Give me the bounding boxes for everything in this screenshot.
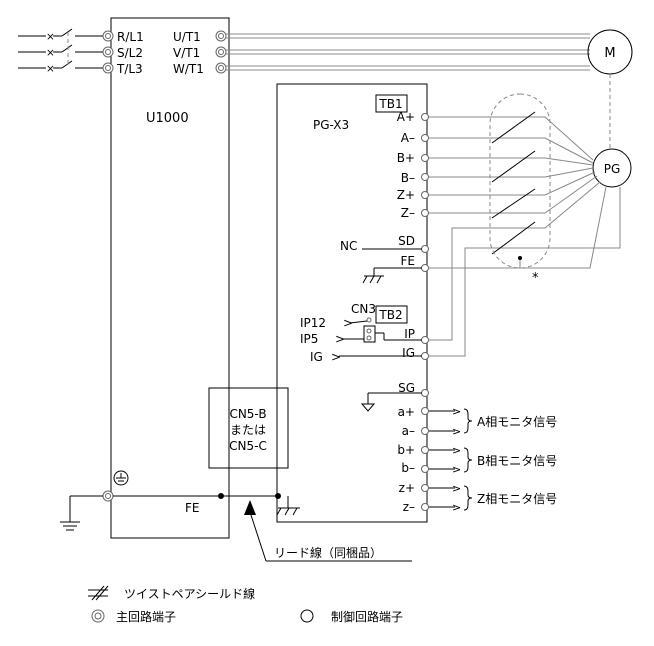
tb1-sd: SD bbox=[398, 234, 415, 248]
tb1-b-minus: B– bbox=[401, 171, 415, 185]
monitor-signal-z: Z相モニタ信号 bbox=[477, 492, 557, 506]
tb2-b-minus: b– bbox=[401, 461, 415, 475]
motor-lines bbox=[226, 33, 590, 71]
fe-frame-ground-icon bbox=[362, 275, 384, 284]
tb2-label: TB2 bbox=[378, 308, 402, 322]
legend-control-terminal-icon bbox=[300, 609, 314, 623]
svg-text:>: > bbox=[452, 463, 461, 476]
svg-text:>: > bbox=[343, 316, 353, 330]
motor-label: M bbox=[604, 46, 615, 61]
svg-text:>: > bbox=[335, 332, 345, 346]
svg-text:×: × bbox=[46, 31, 55, 43]
cn3-label: CN3 bbox=[351, 302, 376, 316]
svg-text:>: > bbox=[452, 405, 461, 418]
ip5-label: IP5 bbox=[300, 332, 318, 346]
legend-main-terminal-icon bbox=[91, 609, 105, 623]
earth-ground-icon bbox=[60, 521, 80, 531]
lead-wire-pointer bbox=[244, 500, 412, 562]
tb2-b-plus: b+ bbox=[397, 443, 415, 457]
nc-label: NC bbox=[340, 239, 357, 253]
input-terminal-s: S/L2 bbox=[117, 46, 143, 60]
fe-label: FE bbox=[185, 501, 199, 515]
shield-outline bbox=[489, 93, 551, 269]
svg-text:>: > bbox=[452, 444, 461, 457]
output-terminal-u: U/T1 bbox=[173, 30, 201, 44]
input-terminal-t: T/L3 bbox=[116, 62, 143, 76]
svg-text:>: > bbox=[452, 425, 461, 438]
tb2-z-plus: z+ bbox=[399, 481, 415, 495]
cn5-line3: CN5-C bbox=[229, 439, 267, 453]
tb2-z-minus: z– bbox=[403, 500, 415, 514]
control-terminals bbox=[421, 113, 429, 511]
svg-text:×: × bbox=[46, 47, 55, 59]
tb1-b-plus: B+ bbox=[397, 151, 415, 165]
monitor-signal-a: A相モニタ信号 bbox=[477, 415, 557, 429]
monitor-signal-b: B相モニタ信号 bbox=[477, 454, 557, 468]
cn5-line1: CN5-B bbox=[229, 407, 266, 421]
asterisk-note: * bbox=[532, 271, 539, 286]
tb2-a-minus: a– bbox=[402, 424, 415, 438]
inverter-model: U1000 bbox=[146, 111, 189, 126]
ig-in-label: IG bbox=[310, 350, 323, 364]
main-terminals bbox=[102, 30, 227, 502]
cn5-line2: または bbox=[230, 423, 266, 437]
tb2-ip: IP bbox=[404, 327, 415, 341]
tb2-sg: SG bbox=[398, 381, 415, 395]
lead-wire-label: リード線（同梱品） bbox=[274, 545, 382, 560]
ip12-label: IP12 bbox=[300, 316, 326, 330]
tb2-a-plus: a+ bbox=[398, 405, 415, 419]
cn3-jumper bbox=[363, 325, 376, 343]
encoder-label: PG bbox=[604, 162, 621, 176]
tb1-a-plus: A+ bbox=[397, 110, 415, 124]
legend-twisted-pair: ツイストペアシールド線 bbox=[124, 586, 255, 601]
svg-text:>: > bbox=[452, 501, 461, 514]
encoder-signal-wires bbox=[429, 116, 621, 357]
svg-text:>: > bbox=[452, 482, 461, 495]
cn5-connector-box bbox=[208, 387, 289, 469]
svg-text:×: × bbox=[46, 63, 55, 75]
svg-text:>: > bbox=[331, 350, 341, 364]
tb1-a-minus: A– bbox=[401, 131, 415, 145]
frame-ground-icon bbox=[276, 507, 300, 516]
tb2-ig: IG bbox=[402, 346, 415, 360]
legend-control-terminal: 制御回路端子 bbox=[331, 609, 403, 624]
tb1-label: TB1 bbox=[378, 97, 402, 111]
tb1-fe: FE bbox=[401, 254, 415, 268]
twisted-pair-markers bbox=[491, 111, 536, 255]
output-terminal-v: V/T1 bbox=[173, 46, 200, 60]
tb2-box bbox=[375, 305, 408, 324]
tb1-box bbox=[375, 94, 408, 113]
legend-twisted-pair-icon bbox=[88, 585, 109, 601]
inverter-box bbox=[110, 17, 230, 539]
output-terminal-w: W/T1 bbox=[173, 62, 204, 76]
option-card-box bbox=[276, 83, 428, 523]
input-terminal-r: R/L1 bbox=[117, 30, 144, 44]
tb1-z-plus: Z+ bbox=[397, 188, 415, 202]
power-input-lines: × × × bbox=[18, 28, 103, 75]
legend-main-terminal: 主回路端子 bbox=[116, 609, 176, 624]
ground-terminal-icon bbox=[113, 470, 129, 486]
option-card-name: PG-X3 bbox=[313, 118, 349, 132]
tb1-z-minus: Z– bbox=[401, 206, 415, 220]
monitor-output-arrows: > > > > > > bbox=[429, 405, 473, 514]
